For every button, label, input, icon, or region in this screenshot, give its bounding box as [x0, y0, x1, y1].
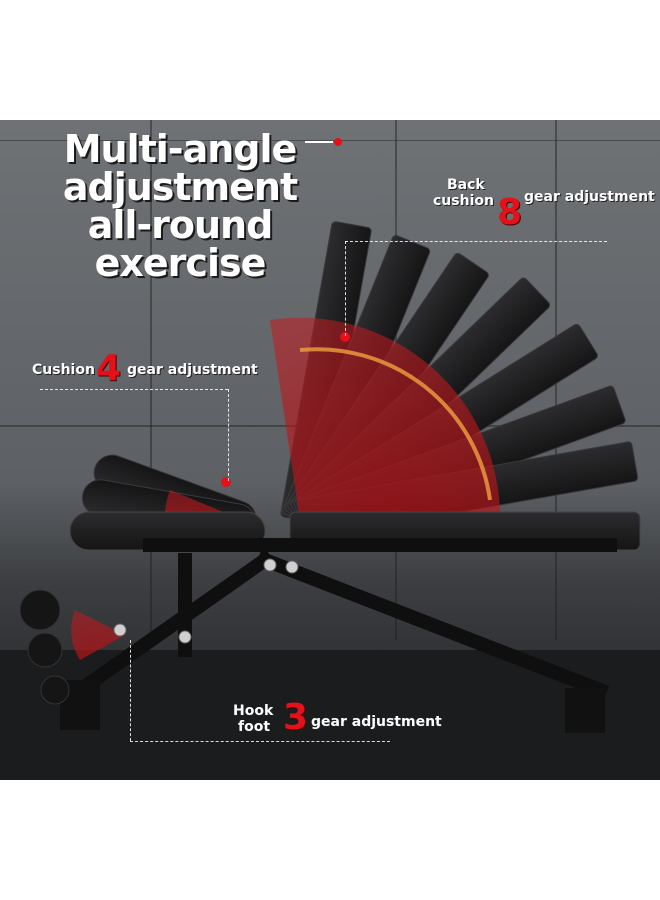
rear-foot	[565, 688, 605, 733]
hook-foot-leader	[130, 741, 390, 742]
headline-line-1: Multi-angle	[63, 127, 298, 171]
headline-line-2: adjustment	[62, 165, 298, 209]
headline: Multi-angle adjustment all-round exercis…	[0, 130, 360, 282]
wall-seam	[0, 140, 660, 141]
angle-glow-arc	[299, 347, 492, 501]
cushion-gear-text: gear adjustment	[127, 362, 258, 378]
back-angle-fan	[270, 317, 501, 520]
back-cushion-gear-count: 8	[497, 192, 523, 233]
cushion-leader	[40, 389, 228, 390]
hook-foot-label-line-2: foot	[238, 719, 271, 735]
back-cushion-gear-text: gear adjustment	[524, 189, 655, 205]
cushion-label: Cushion	[32, 362, 95, 378]
headline-line-3: all-round exercise	[87, 203, 274, 285]
hook-foot-leader-vertical	[130, 640, 131, 741]
pivot-pins	[113, 558, 299, 644]
back-cushion-label-line-1: Back	[447, 177, 485, 193]
back-cushion-leader	[345, 241, 607, 242]
hook-foot-gear-count: 3	[283, 697, 309, 738]
leg-rollers	[19, 589, 70, 705]
cushion-gear-count: 4	[96, 348, 122, 389]
hook-angle-fan	[71, 610, 125, 660]
cushion-leader-vertical	[228, 389, 229, 481]
hook-foot-label-line-1: Hook	[233, 703, 274, 719]
back-cushion-leader-vertical	[345, 241, 346, 336]
back-cushion-label-line-2: cushion	[433, 193, 494, 209]
wall-seam	[150, 120, 152, 640]
hook-foot-gear-text: gear adjustment	[311, 714, 442, 730]
